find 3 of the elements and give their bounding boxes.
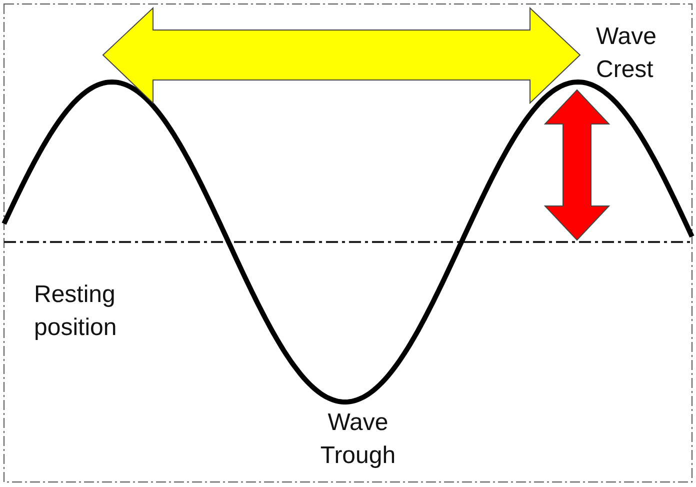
text-label: Wave Crest [596,22,658,85]
text-label: Wave Trough [319,408,397,471]
text-label: Resting position [34,280,118,343]
